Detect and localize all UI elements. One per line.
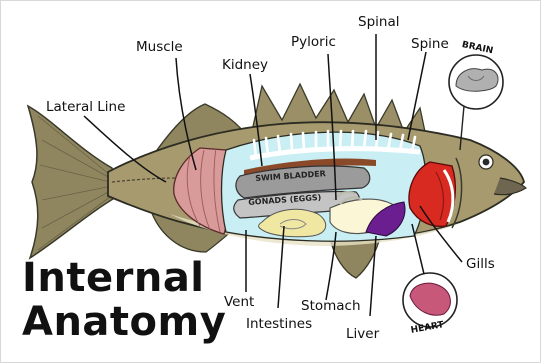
label-pyloric: Pyloric: [291, 34, 336, 50]
title-line-2: Anatomy: [22, 300, 226, 344]
label-muscle: Muscle: [136, 39, 183, 55]
title-line-1: Internal: [22, 256, 205, 300]
label-vent: Vent: [224, 294, 254, 310]
label-gills: Gills: [466, 256, 495, 272]
label-stomach: Stomach: [301, 298, 361, 314]
label-intestines: Intestines: [246, 316, 312, 332]
label-spine: Spine: [411, 36, 449, 52]
tail-fin: [28, 106, 118, 258]
label-spinal: Spinal: [358, 14, 399, 30]
label-lateral-line: Lateral Line: [46, 99, 125, 115]
label-kidney: Kidney: [222, 57, 268, 73]
label-liver: Liver: [346, 326, 379, 342]
